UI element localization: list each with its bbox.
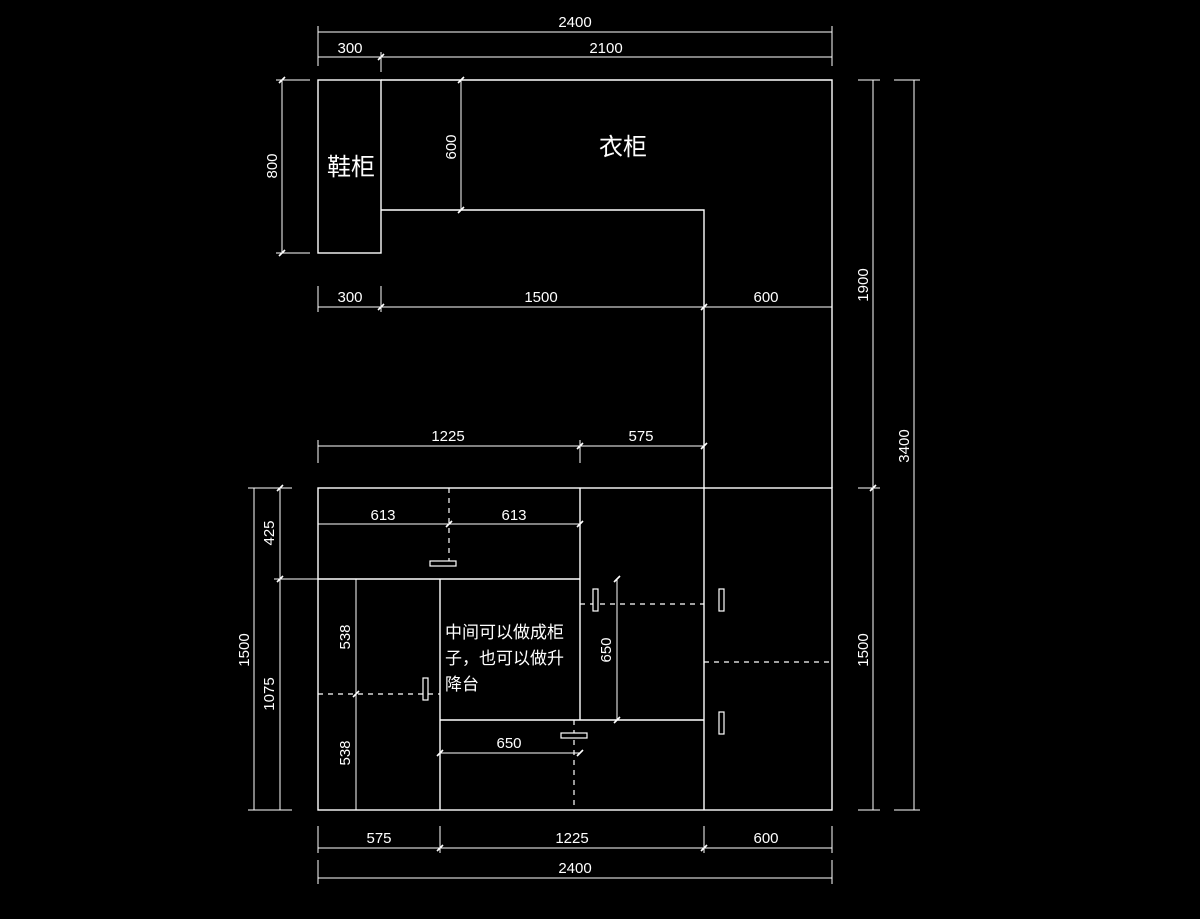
dim-top-300: 300 bbox=[337, 40, 362, 57]
dim-left-1500: 1500 bbox=[236, 633, 253, 666]
wardrobe-outline bbox=[381, 79, 833, 488]
dim-top-2100: 2100 bbox=[589, 40, 622, 57]
plan-outline bbox=[317, 79, 833, 811]
dim-left-1075: 1075 bbox=[261, 677, 278, 710]
note-line-1: 中间可以做成柜 bbox=[445, 623, 564, 643]
dim-top-total: 2400 bbox=[558, 14, 591, 31]
dimension-labels: 2400 300 2100 800 600 300 1500 600 1900 … bbox=[236, 14, 913, 877]
dim-bot-total: 2400 bbox=[558, 860, 591, 877]
note-line-3: 降台 bbox=[445, 675, 479, 695]
dim-bot-1225: 1225 bbox=[555, 830, 588, 847]
room-labels: 鞋柜 衣柜 中间可以做成柜 子，也可以做升 降台 bbox=[327, 133, 647, 695]
dashed-lines bbox=[318, 488, 832, 810]
dim-inner-650-v: 650 bbox=[598, 637, 615, 662]
dim-inner-600: 600 bbox=[443, 134, 460, 159]
dim-538-a: 538 bbox=[337, 624, 354, 649]
dim-row-575: 575 bbox=[628, 428, 653, 445]
door-handles bbox=[422, 560, 725, 739]
dim-row-1225: 1225 bbox=[431, 428, 464, 445]
dim-613-b: 613 bbox=[501, 507, 526, 524]
dim-538-b: 538 bbox=[337, 740, 354, 765]
dim-right-1900: 1900 bbox=[855, 268, 872, 301]
dim-mid-600: 600 bbox=[753, 289, 778, 306]
dimension-lines bbox=[248, 26, 920, 884]
dim-613-a: 613 bbox=[370, 507, 395, 524]
lower-cabinet-block bbox=[317, 487, 833, 811]
dim-mid-1500: 1500 bbox=[524, 289, 557, 306]
dim-left-425: 425 bbox=[261, 520, 278, 545]
dim-left-800: 800 bbox=[264, 153, 281, 178]
dim-mid-300: 300 bbox=[337, 289, 362, 306]
note-line-2: 子，也可以做升 bbox=[445, 649, 564, 669]
wardrobe-inner-edge bbox=[381, 209, 705, 810]
dim-inner-650-h: 650 bbox=[496, 735, 521, 752]
dim-right-1500: 1500 bbox=[855, 633, 872, 666]
shoe-cabinet-outline bbox=[317, 79, 382, 254]
label-shoe-cabinet: 鞋柜 bbox=[327, 153, 375, 181]
dim-bot-600: 600 bbox=[753, 830, 778, 847]
dim-bot-575: 575 bbox=[366, 830, 391, 847]
dim-right-3400: 3400 bbox=[896, 429, 913, 462]
label-wardrobe: 衣柜 bbox=[599, 133, 647, 161]
